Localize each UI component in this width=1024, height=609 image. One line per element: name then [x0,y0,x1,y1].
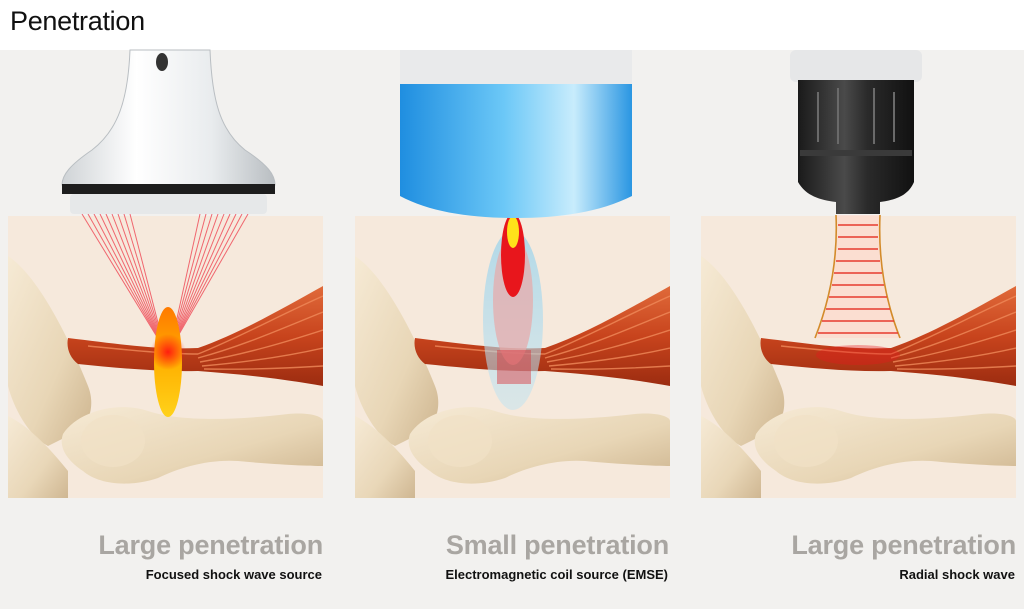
panel-focused [8,49,323,498]
focused-shockwave-applicator-icon [61,49,276,214]
radial-waves [814,214,901,365]
electromagnetic-coil-applicator-icon [400,50,632,218]
panel-3-title: Large penetration [791,530,1016,560]
radial-shockwave-applicator-icon [790,50,922,214]
panel-emse [355,50,670,498]
panel-radial [701,50,1016,498]
panel-3-subtitle: Radial shock wave [899,567,1015,582]
panel-2-subtitle: Electromagnetic coil source (EMSE) [445,567,668,582]
header-bar: Penetration [0,0,1024,50]
page-title: Penetration [10,6,145,36]
panel-1-title: Large penetration [98,530,323,560]
panel-1-subtitle: Focused shock wave source [145,567,322,582]
panel-2-title: Small penetration [445,530,669,560]
